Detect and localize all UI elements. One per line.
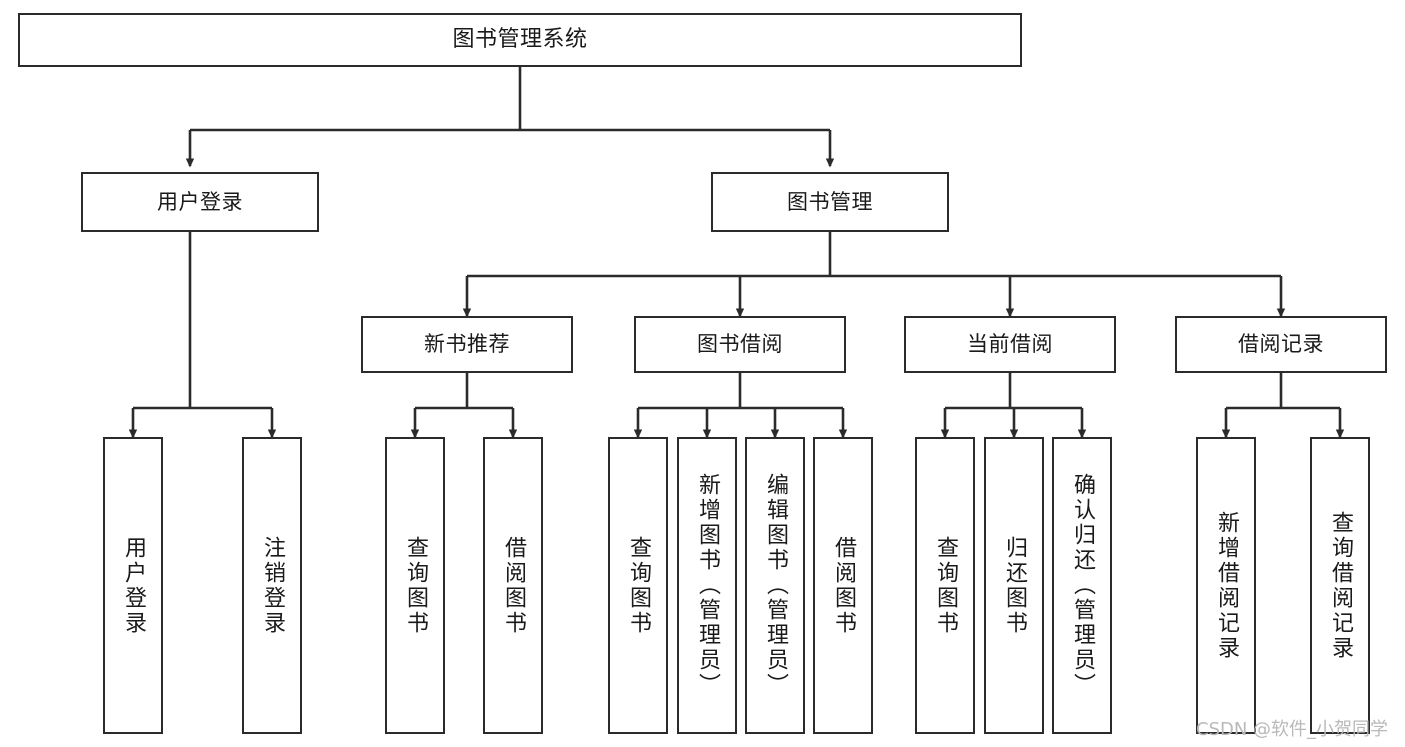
node-book-management[interactable]: 图书管理 bbox=[711, 172, 949, 232]
leaf-current-confirm-return-admin[interactable]: 确认归还（管理员） bbox=[1052, 437, 1112, 734]
leaf-current-query-book[interactable]: 查询图书 bbox=[915, 437, 975, 734]
leaf-user-login-signin[interactable]: 用户登录 bbox=[103, 437, 163, 734]
node-label: 图书管理 bbox=[787, 189, 873, 214]
node-new-book-recommend[interactable]: 新书推荐 bbox=[361, 316, 573, 373]
leaf-borrow-query-book[interactable]: 查询图书 bbox=[608, 437, 668, 734]
node-label: 借阅图书 bbox=[501, 535, 526, 636]
leaf-borrow-edit-book-admin[interactable]: 编辑图书（管理员） bbox=[745, 437, 805, 734]
node-label: 查询图书 bbox=[403, 535, 428, 636]
leaf-borrow-add-book-admin[interactable]: 新增图书（管理员） bbox=[677, 437, 737, 734]
node-label: 查询图书 bbox=[933, 535, 958, 636]
node-label: 用户登录 bbox=[121, 535, 146, 636]
node-label: 归还图书 bbox=[1002, 535, 1027, 636]
node-label: 借阅记录 bbox=[1238, 332, 1324, 357]
node-label: 用户登录 bbox=[157, 189, 243, 214]
node-label: 新增图书（管理员） bbox=[695, 473, 720, 698]
leaf-new-book-borrow[interactable]: 借阅图书 bbox=[483, 437, 543, 734]
node-current-borrow[interactable]: 当前借阅 bbox=[904, 316, 1116, 373]
leaf-records-add-record[interactable]: 新增借阅记录 bbox=[1196, 437, 1256, 734]
leaf-borrow-borrow-book[interactable]: 借阅图书 bbox=[813, 437, 873, 734]
node-borrow-records[interactable]: 借阅记录 bbox=[1175, 316, 1387, 373]
node-label: 图书管理系统 bbox=[452, 27, 588, 53]
leaf-current-return-book[interactable]: 归还图书 bbox=[984, 437, 1044, 734]
node-book-borrow[interactable]: 图书借阅 bbox=[634, 316, 846, 373]
node-label: 查询借阅记录 bbox=[1328, 510, 1353, 661]
node-label: 查询图书 bbox=[626, 535, 651, 636]
leaf-user-login-signout[interactable]: 注销登录 bbox=[242, 437, 302, 734]
node-label: 当前借阅 bbox=[967, 332, 1053, 357]
node-label: 注销登录 bbox=[260, 535, 285, 636]
node-label: 新增借阅记录 bbox=[1214, 510, 1239, 661]
node-user-login[interactable]: 用户登录 bbox=[81, 172, 319, 232]
node-label: 新书推荐 bbox=[424, 332, 510, 357]
node-label: 确认归还（管理员） bbox=[1070, 473, 1095, 698]
node-label: 图书借阅 bbox=[697, 332, 783, 357]
leaf-new-book-query[interactable]: 查询图书 bbox=[385, 437, 445, 734]
node-label: 借阅图书 bbox=[831, 535, 856, 636]
node-root-system[interactable]: 图书管理系统 bbox=[18, 13, 1022, 67]
leaf-records-query-record[interactable]: 查询借阅记录 bbox=[1310, 437, 1370, 734]
node-label: 编辑图书（管理员） bbox=[763, 473, 788, 698]
